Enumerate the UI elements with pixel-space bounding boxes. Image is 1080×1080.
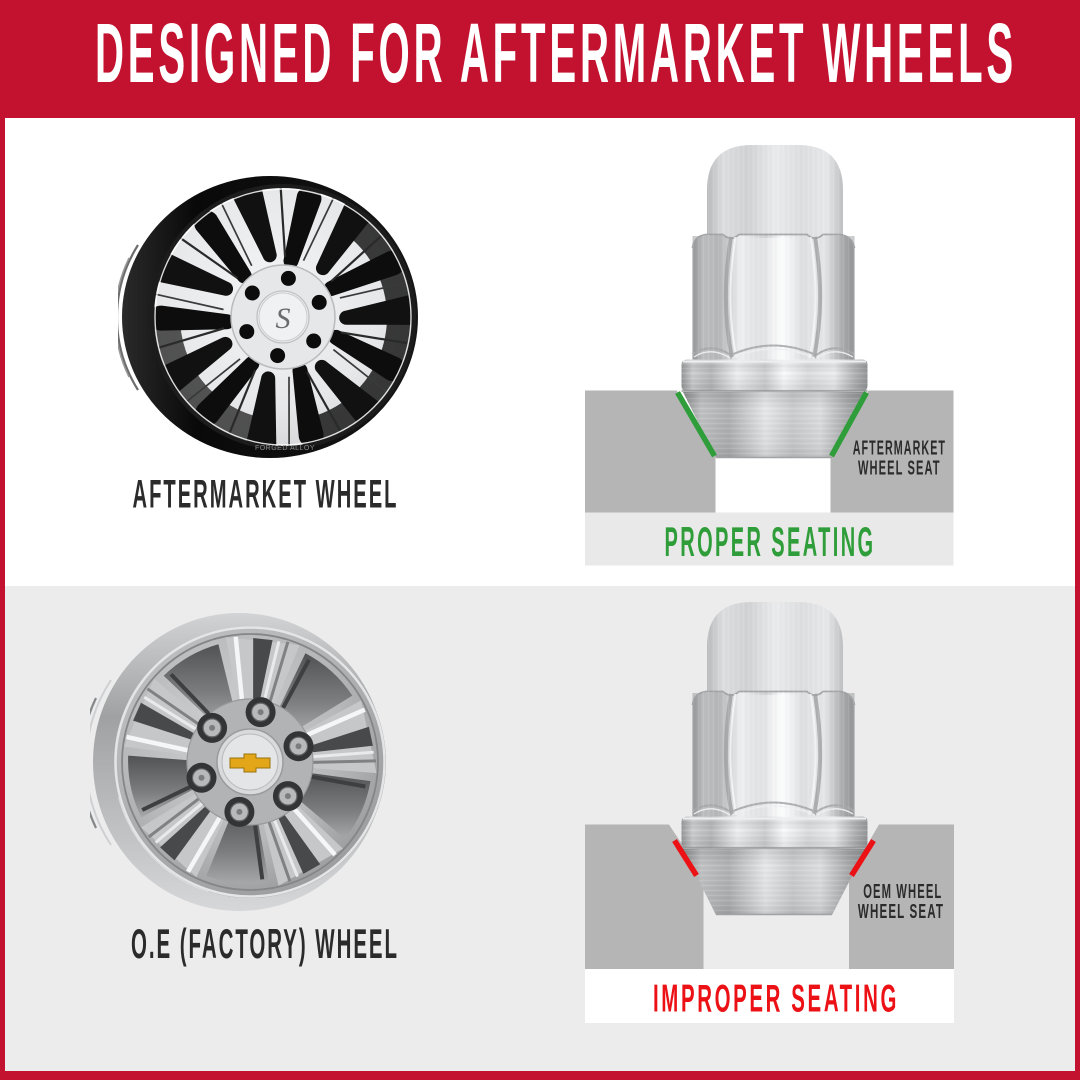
svg-text:FORGED ALLOY: FORGED ALLOY bbox=[255, 445, 315, 452]
svg-text:IMPROPER SEATING: IMPROPER SEATING bbox=[653, 978, 899, 1021]
svg-text:WHEEL SEAT: WHEEL SEAT bbox=[858, 901, 944, 923]
svg-text:O.E (FACTORY) WHEEL: O.E (FACTORY) WHEEL bbox=[131, 920, 399, 967]
svg-text:AFTERMARKET WHEEL: AFTERMARKET WHEEL bbox=[133, 472, 399, 516]
svg-text:OEM WHEEL: OEM WHEEL bbox=[863, 881, 942, 903]
svg-text:DESIGNED FOR AFTERMARKET WHEEL: DESIGNED FOR AFTERMARKET WHEELS bbox=[95, 6, 1017, 100]
svg-text:S: S bbox=[276, 302, 291, 335]
svg-text:AFTERMARKET: AFTERMARKET bbox=[853, 438, 946, 460]
svg-text:WHEEL SEAT: WHEEL SEAT bbox=[858, 457, 941, 479]
svg-text:PROPER SEATING: PROPER SEATING bbox=[665, 518, 876, 565]
